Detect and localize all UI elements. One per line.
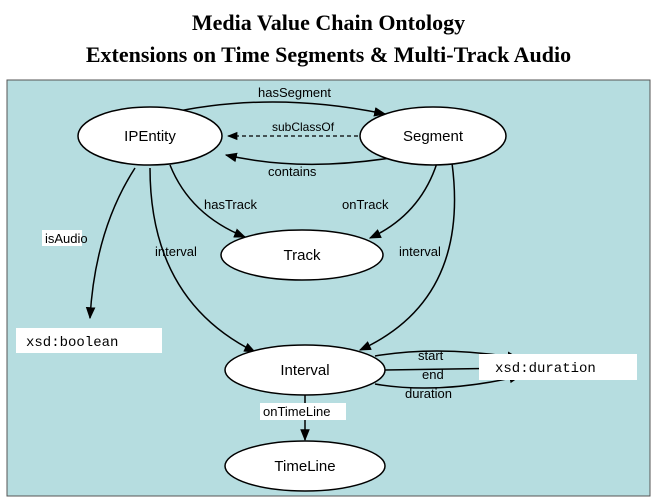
label-duration: duration [405, 386, 452, 401]
label-isAudio: isAudio [45, 231, 88, 246]
edge-interval-right [358, 162, 456, 351]
edge-contains [224, 152, 391, 166]
label-start: start [418, 348, 444, 363]
edge-onTrack [368, 162, 438, 239]
node-interval: Interval [280, 362, 329, 379]
node-timeline-shape [224, 440, 386, 492]
label-contains: contains [268, 164, 317, 179]
datatype-duration: xsd:duration [495, 361, 596, 377]
edge-isAudio [85, 167, 136, 320]
datatype-boolean-box [16, 328, 162, 353]
label-subClassOf: subClassOf [272, 120, 335, 134]
label-onTimeLine-bg [260, 403, 346, 420]
label-hasTrack: hasTrack [204, 197, 257, 212]
label-interval-left: interval [155, 244, 197, 259]
node-segment: Segment [403, 128, 464, 145]
diagram-subtitle: Extensions on Time Segments & Multi-Trac… [85, 42, 572, 67]
edge-hasTrack [169, 164, 247, 238]
label-hasSegment: hasSegment [258, 85, 331, 100]
label-onTimeLine: onTimeLine [263, 404, 330, 419]
node-interval-shape [224, 344, 386, 396]
datatype-boolean: xsd:boolean [26, 335, 118, 351]
node-track-shape [220, 229, 384, 281]
label-interval-right: interval [399, 244, 441, 259]
label-onTrack: onTrack [342, 197, 389, 212]
edge-interval-left [149, 167, 257, 353]
datatype-duration-box [479, 354, 637, 380]
diagram-title: Media Value Chain Ontology [191, 10, 466, 35]
node-ipentity: IPEntity [124, 128, 176, 145]
node-ipentity-shape [77, 106, 223, 166]
edge-hasSegment [164, 101, 387, 117]
node-track: Track [284, 247, 321, 264]
label-isAudio-bg [42, 230, 82, 246]
label-end: end [422, 367, 444, 382]
node-timeline: TimeLine [274, 458, 335, 475]
node-segment-shape [359, 106, 507, 166]
